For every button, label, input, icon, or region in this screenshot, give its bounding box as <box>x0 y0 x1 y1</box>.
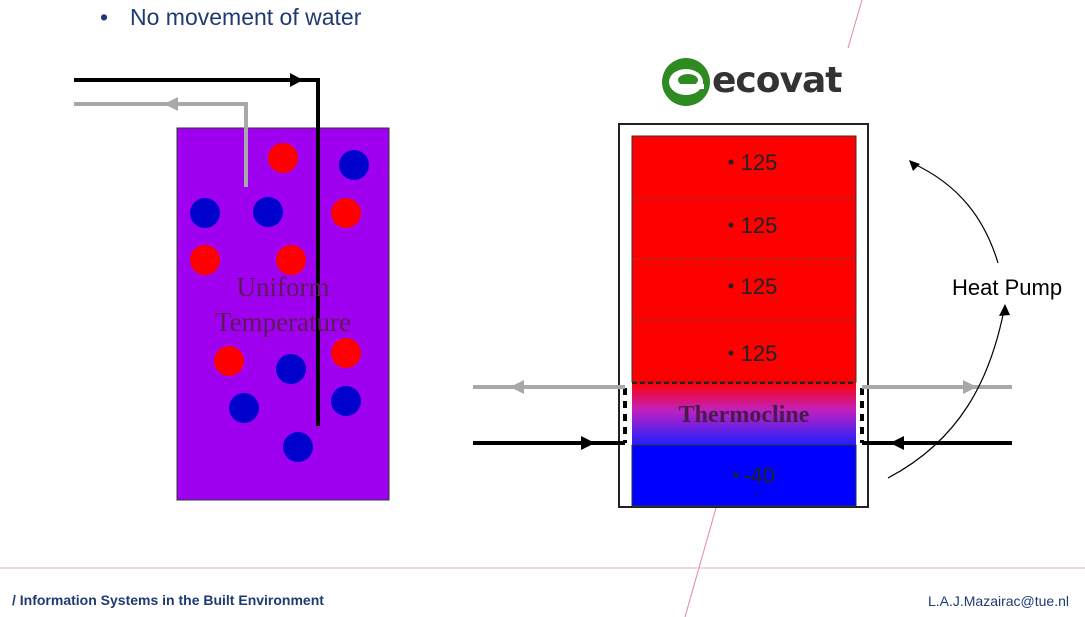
footer-course-title: / Information Systems in the Built Envir… <box>12 592 324 608</box>
left-inlet-pipe <box>74 78 320 426</box>
footer-email[interactable]: L.A.J.Mazairac@tue.nl <box>927 593 1069 609</box>
arrow-left-icon <box>164 97 178 111</box>
heat-pump-label: Heat Pump <box>952 275 1063 300</box>
arrowhead-icon <box>909 160 920 171</box>
left-tank-label-line2: Temperature <box>214 307 352 337</box>
registered-mark: ® <box>831 70 837 77</box>
ecovat-logo-text: ecovat <box>712 60 842 101</box>
cold-particle <box>331 386 361 416</box>
right-tank-cold-zone <box>631 444 857 507</box>
sensor-dot <box>733 472 739 478</box>
cold-particle <box>283 432 313 462</box>
bullet-text: No movement of water <box>130 4 362 30</box>
left-tank-particles <box>190 143 369 462</box>
left-tank <box>176 127 390 501</box>
arrow-right-icon <box>290 73 303 87</box>
layer-temp-bottom: -40 <box>743 463 775 488</box>
layer-temp-3: 125 <box>740 274 778 299</box>
sensor-dot <box>728 159 734 165</box>
hot-particle <box>268 143 298 173</box>
hot-particle <box>331 198 361 228</box>
hot-particle <box>331 338 361 368</box>
layer-temp-2: 125 <box>740 213 778 238</box>
cold-particle <box>339 150 369 180</box>
hot-particle <box>214 346 244 376</box>
cold-particle <box>190 198 220 228</box>
cold-particle <box>253 197 283 227</box>
cold-particle <box>276 354 306 384</box>
arrow-left-icon <box>510 380 524 394</box>
bullet-marker: • <box>100 4 109 30</box>
sensor-dot <box>728 283 734 289</box>
ecovat-logo-icon <box>662 58 710 106</box>
hot-particle <box>276 245 306 275</box>
arrow-left-icon <box>890 436 904 450</box>
thermocline-zone <box>632 382 856 445</box>
arrow-right-icon <box>963 380 977 394</box>
left-tank-label-line1: Uniform <box>236 272 330 302</box>
decorative-line-bottom <box>684 507 717 617</box>
thermocline-label: Thermocline <box>678 402 810 428</box>
hot-particle <box>190 245 220 275</box>
arrowhead-icon <box>999 304 1010 316</box>
heat-pump-arrow-return <box>887 309 1005 479</box>
bullet-point: • No movement of water <box>100 4 361 34</box>
layer-temp-4: 125 <box>740 341 778 366</box>
layer-temp-1: 125 <box>740 150 778 175</box>
decorative-line-top <box>847 0 863 49</box>
sensor-dot <box>728 350 734 356</box>
heat-pump-arrow-up <box>911 162 999 264</box>
left-outlet-pipe <box>74 102 248 187</box>
arrow-right-icon <box>581 436 595 450</box>
sensor-dot <box>728 222 734 228</box>
cold-particle <box>229 393 259 423</box>
